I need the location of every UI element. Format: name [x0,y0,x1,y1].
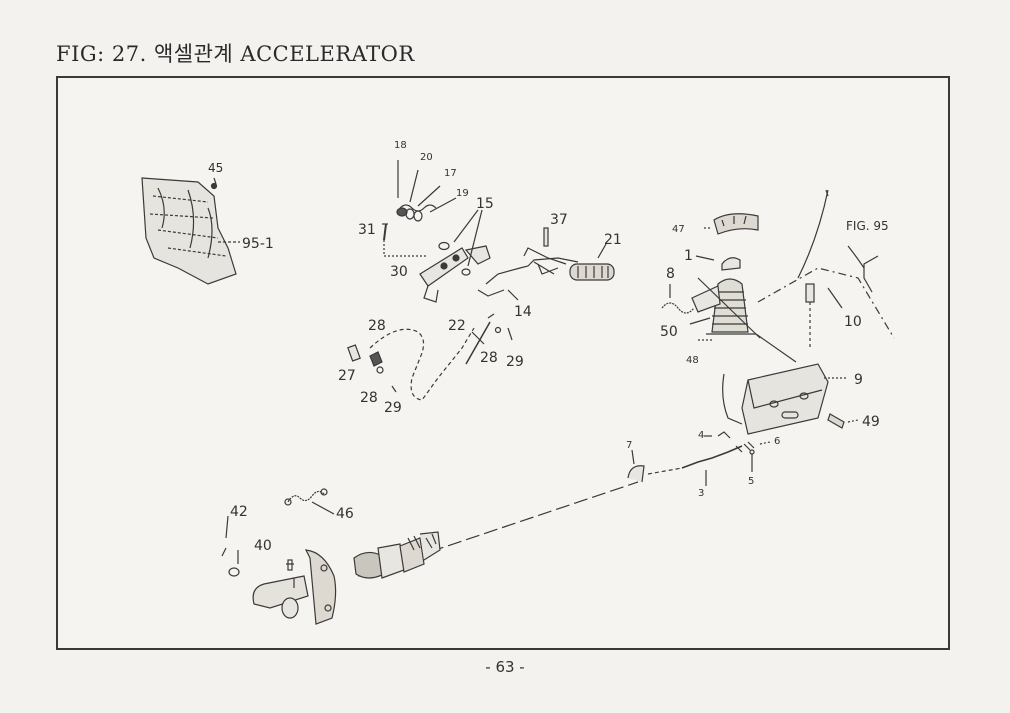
pedal-bracket-part [419,245,491,303]
callout-22: 22 [448,318,466,334]
callout-21: 21 [604,232,622,248]
callout-14: 14 [514,304,532,320]
diagram-frame: 45 95-1 18 20 17 19 15 31 30 37 21 14 28… [56,76,950,650]
callout-49: 49 [862,414,880,430]
callout-37: 37 [550,212,568,228]
callout-29-a: 29 [384,400,402,416]
pedal-shaft-assembly-part [252,531,441,625]
callout-8: 8 [666,266,675,282]
callout-28-a: 28 [368,318,386,334]
mounting-plate-part [722,363,829,435]
callout-7: 7 [626,440,632,451]
callout-46: 46 [336,506,354,522]
clip-part [827,413,845,429]
cable-end-parts [347,344,397,393]
callout-30: 30 [390,264,408,280]
callout-15: 15 [476,196,494,212]
callout-40: 40 [254,538,272,554]
callout-5: 5 [748,476,754,487]
callout-28-c: 28 [480,350,498,366]
rubber-boot-part [706,278,756,335]
page-number: - 63 - [485,658,525,676]
callout-17: 17 [444,168,457,179]
firewall-panel-part [141,177,237,285]
callout-3: 3 [698,488,704,499]
callout-42: 42 [230,504,248,520]
callout-20: 20 [420,152,433,163]
figure-title: FIG: 27. 액셀관계 ACCELERATOR [56,42,415,66]
callout-28-b: 28 [360,390,378,406]
callout-48: 48 [686,355,699,366]
callout-95-1: 95-1 [242,236,274,252]
callout-18: 18 [394,140,407,151]
callout-6: 6 [774,436,780,447]
callout-45: 45 [208,161,223,175]
accelerator-cable-part [681,431,755,469]
callout-47: 47 [672,224,685,235]
callout-9: 9 [854,372,863,388]
knob-cap-part [713,213,759,235]
spring-stack-part [396,204,471,276]
callout-fig-95: FIG. 95 [846,219,889,233]
callout-4: 4 [698,430,704,441]
callout-1: 1 [684,248,693,264]
accelerator-exploded-diagram: 45 95-1 18 20 17 19 15 31 30 37 21 14 28… [141,140,895,625]
callout-29-b: 29 [506,354,524,370]
callout-31: 31 [358,222,376,238]
callout-19: 19 [456,188,469,199]
pedal-grip-part [569,263,615,281]
accelerator-arm-part [477,227,579,297]
callout-10: 10 [844,314,862,330]
knob-part [721,257,741,271]
callout-50: 50 [660,324,678,340]
callout-27: 27 [338,368,356,384]
